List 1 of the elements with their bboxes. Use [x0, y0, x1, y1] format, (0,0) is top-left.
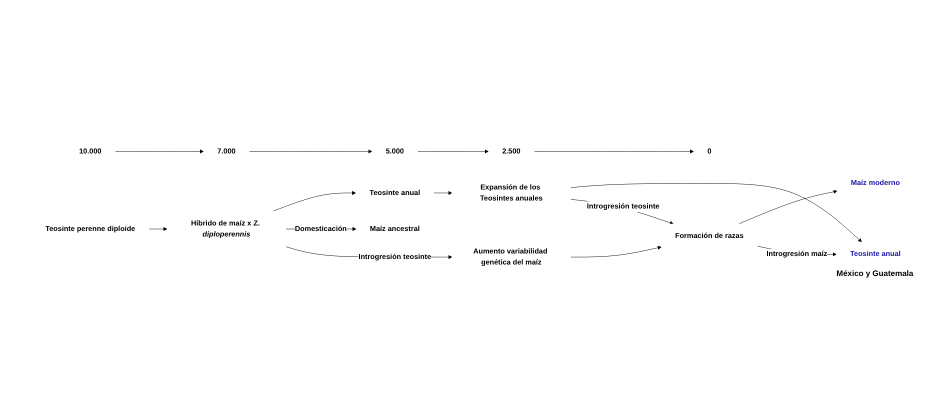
node-caption: México y Guatemala	[836, 268, 914, 278]
